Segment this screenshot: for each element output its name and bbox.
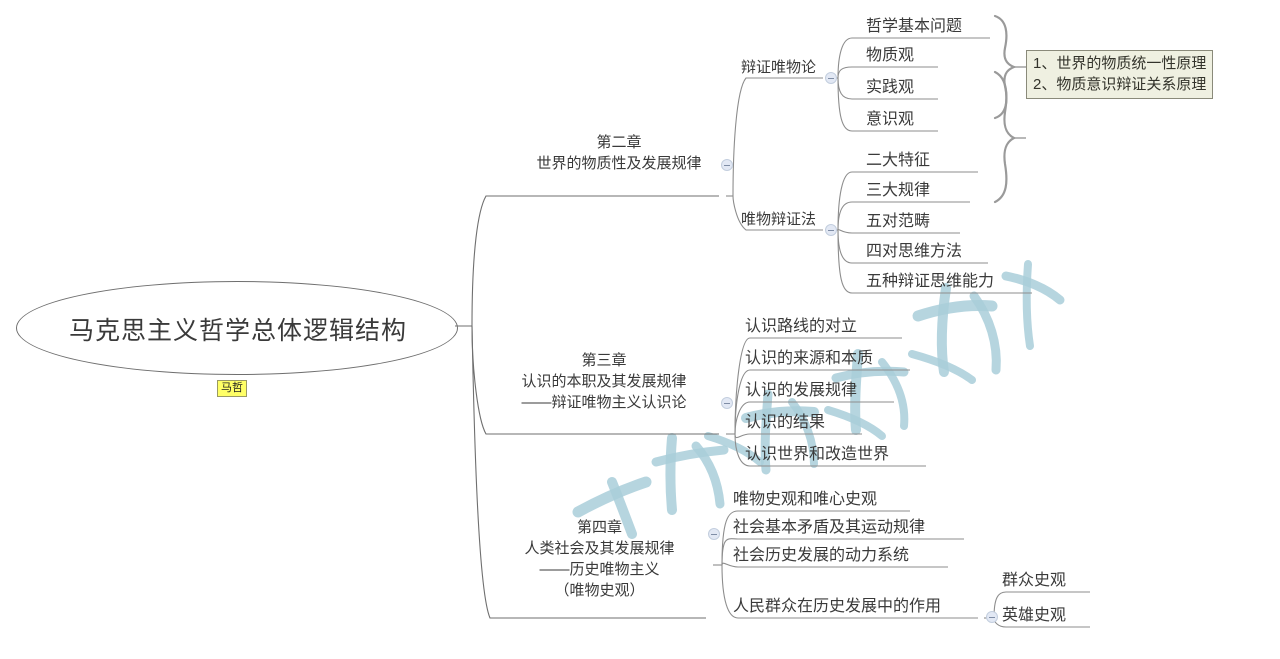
leaf-node[interactable]: 认识路线的对立 [745, 318, 858, 335]
leaf-node[interactable]: 群众史观 [1002, 572, 1067, 589]
note-line: 2、物质意识辩证关系原理 [1033, 76, 1207, 93]
chapter-line: 第三章 [581, 352, 627, 369]
leaf-node[interactable]: 实践观 [866, 79, 915, 96]
collapse-toggle-ch4[interactable] [708, 528, 720, 540]
chapter-line: ——历史唯物主义 [539, 561, 660, 578]
leaf-node[interactable]: 三大规律 [866, 182, 931, 199]
chapter-line: ——辩证唯物主义认识论 [521, 394, 687, 411]
branch-node-dialectical-materialism[interactable]: 辩证唯物论 [741, 59, 817, 76]
leaf-node[interactable]: 认识世界和改造世界 [745, 446, 890, 463]
root-node-ellipse[interactable] [16, 281, 458, 375]
leaf-node[interactable]: 认识的来源和本质 [745, 350, 874, 367]
leaf-node[interactable]: 社会基本矛盾及其运动规律 [733, 519, 926, 536]
chapter-line: 人类社会及其发展规律 [524, 540, 675, 557]
leaf-node[interactable]: 五种辩证思维能力 [866, 273, 995, 290]
note-line: 1、世界的物质统一性原理 [1033, 55, 1207, 72]
collapse-toggle-dialectical-materialism[interactable] [825, 72, 837, 84]
root-node-label: 马克思主义哲学总体逻辑结构 [68, 317, 407, 345]
chapter-node-ch4[interactable]: 第四章 人类社会及其发展规律 ——历史唯物主义 （唯物史观） [493, 517, 706, 601]
root-tag-label[interactable]: 马哲 [217, 380, 247, 397]
leaf-node[interactable]: 哲学基本问题 [866, 18, 963, 35]
leaf-node[interactable]: 英雄史观 [1002, 607, 1067, 624]
collapse-toggle-ch3[interactable] [721, 397, 733, 409]
leaf-node[interactable]: 认识的发展规律 [745, 382, 858, 399]
branch-node-materialist-dialectics[interactable]: 唯物辩证法 [741, 211, 817, 228]
leaf-node[interactable]: 五对范畴 [866, 213, 931, 230]
note-callout-box[interactable]: 1、世界的物质统一性原理 2、物质意识辩证关系原理 [1026, 50, 1214, 99]
leaf-node[interactable]: 意识观 [866, 111, 915, 128]
collapse-toggle-materialist-dialectics[interactable] [825, 224, 837, 236]
collapse-toggle-ch2[interactable] [721, 159, 733, 171]
leaf-node[interactable]: 人民群众在历史发展中的作用 [733, 598, 942, 615]
chapter-line: 世界的物质性及发展规律 [536, 155, 702, 172]
chapter-node-ch2[interactable]: 第二章 世界的物质性及发展规律 [519, 132, 719, 174]
chapter-node-ch3[interactable]: 第三章 认识的本职及其发展规律 ——辩证唯物主义认识论 [489, 350, 719, 413]
leaf-node[interactable]: 物质观 [866, 47, 915, 64]
leaf-node[interactable]: 二大特征 [866, 152, 931, 169]
chapter-line: （唯物史观） [554, 582, 645, 599]
leaf-node[interactable]: 四对思维方法 [866, 243, 963, 260]
leaf-node[interactable]: 唯物史观和唯心史观 [733, 491, 878, 508]
leaf-node[interactable]: 社会历史发展的动力系统 [733, 547, 910, 564]
chapter-line: 认识的本职及其发展规律 [521, 373, 687, 390]
leaf-node[interactable]: 认识的结果 [745, 414, 826, 431]
chapter-line: 第四章 [576, 519, 622, 536]
collapse-toggle-people-role[interactable] [986, 611, 998, 623]
chapter-line: 第二章 [596, 134, 642, 151]
